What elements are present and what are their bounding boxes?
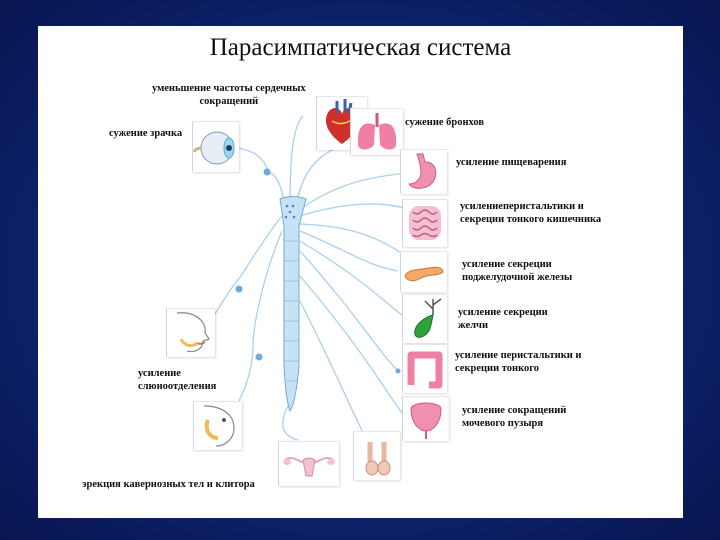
label-bladder: усиление сокращений мочевого пузыря [462,404,566,430]
male-organs-tile [353,431,400,480]
female-organs-tile [278,441,339,486]
stomach-tile [400,149,447,194]
label-bronchi: сужение бронхов [405,116,484,129]
lungs-tile [350,108,403,155]
female-organs-icon [279,442,339,486]
bladder-icon [403,397,449,441]
face-saliva-tile-2 [193,401,242,450]
bladder-tile [402,396,449,441]
label-bile: усиление секреции желчи [458,306,548,332]
small-intestine-tile [402,199,447,247]
male-organs-icon [354,432,400,480]
lungs-icon [351,109,403,155]
label-heart-rate: уменьшение частоты сердечных сокращений [152,82,306,108]
large-intestine-tile [402,344,447,393]
slide: Парасимпатическая система [38,26,683,518]
eye-tile [192,121,239,172]
label-large-intestine: усиление перистальтики и секреции тонког… [455,349,582,375]
eye-icon [193,122,239,172]
label-pupil: сужение зрачка [109,127,182,140]
face-profile-icon [167,309,215,357]
stomach-icon [401,150,447,194]
pancreas-icon [401,252,447,292]
label-digestion: усиление пищеварения [456,156,566,169]
label-pancreas: усиление секреции поджелудочной железы [462,258,572,284]
label-salivation: усиление слюноотделения [138,367,216,393]
label-erection: эрекция кавернозных тел и клитора [82,478,255,491]
label-small-intestine: усилениеперистальтики и секреции тонкого… [460,200,601,226]
face-saliva-tile [166,308,215,357]
gallbladder-icon [403,295,447,343]
face-front-icon [194,402,242,450]
large-intestine-icon [403,345,447,393]
gallbladder-tile [402,294,447,343]
pancreas-tile [400,251,447,292]
small-intestine-icon [403,200,447,247]
